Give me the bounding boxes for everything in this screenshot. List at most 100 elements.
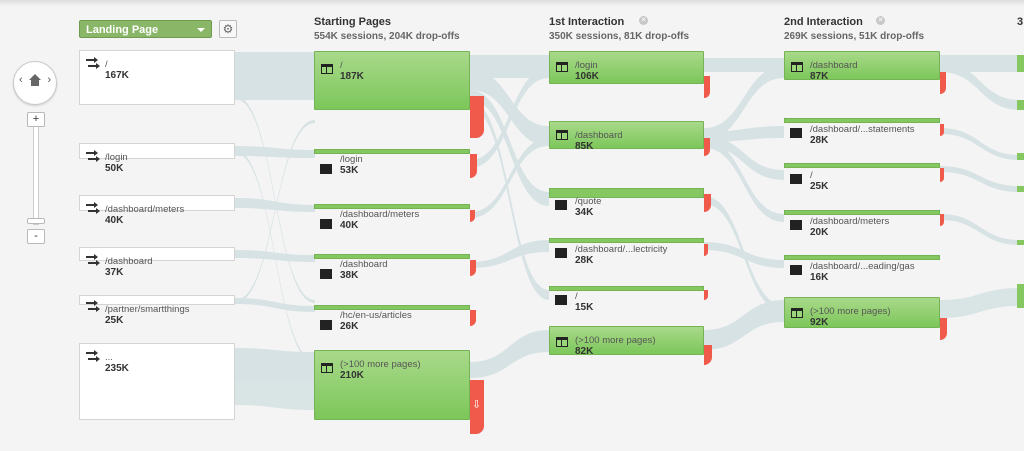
dropoff-bar[interactable] <box>704 244 708 256</box>
page-node[interactable]: (>100 more pages)210K <box>314 350 470 420</box>
page-node[interactable] <box>1017 240 1024 245</box>
dropoff-bar[interactable] <box>470 96 484 138</box>
page-node-bar[interactable] <box>784 118 940 123</box>
gear-icon[interactable]: ⚙ <box>219 20 237 38</box>
flow-ribbon <box>940 128 1020 160</box>
dropoff-bar[interactable] <box>470 210 475 222</box>
pan-control[interactable]: ‹ › <box>13 61 57 105</box>
dropoff-bar[interactable]: ⇩ <box>470 380 484 434</box>
node-label: (>100 more pages) <box>810 306 891 317</box>
flow-ribbon <box>235 348 315 410</box>
zoom-out-button[interactable]: - <box>27 229 45 244</box>
node-value: 40K <box>105 215 124 226</box>
node-label: /login <box>105 152 128 163</box>
page-icon <box>555 248 567 258</box>
page-node-bar[interactable] <box>784 255 940 260</box>
page-node[interactable]: /187K <box>314 51 470 110</box>
dropoff-bar[interactable] <box>940 318 947 340</box>
node-value: 16K <box>810 272 829 283</box>
node-value: 92K <box>810 317 829 328</box>
column-header-starting: Starting Pages 554K sessions, 204K drop-… <box>314 16 460 42</box>
column-summary: 350K sessions, 81K drop-offs <box>549 31 690 42</box>
pan-right-icon[interactable]: › <box>47 74 51 86</box>
flow-ribbon <box>235 198 315 212</box>
page-node-bar[interactable] <box>549 286 704 291</box>
dropoff-bar[interactable] <box>470 154 477 178</box>
dropoff-bar[interactable] <box>940 214 944 226</box>
page-node[interactable] <box>1017 55 1024 72</box>
node-label: /dashboard/meters <box>810 216 890 227</box>
dimension-dropdown[interactable]: Landing Page <box>79 20 212 38</box>
column-title: 1st Interaction <box>549 16 625 28</box>
page-icon <box>320 320 332 330</box>
flow-ribbon <box>704 300 784 350</box>
dropoff-bar[interactable] <box>704 194 711 212</box>
node-label: /dashboard <box>810 60 858 71</box>
column-title: Starting Pages <box>314 16 392 28</box>
page-node[interactable] <box>1017 100 1024 110</box>
page-node-bar[interactable] <box>314 305 470 310</box>
node-value: 25K <box>105 315 124 326</box>
page-node-bar[interactable] <box>314 149 470 154</box>
close-icon[interactable]: ✕ <box>876 16 885 25</box>
page-node-bar[interactable] <box>549 238 704 243</box>
page-node[interactable]: (>100 more pages)92K <box>784 297 940 328</box>
node-label: /hc/en-us/articles <box>340 310 412 321</box>
dropoff-bar[interactable] <box>470 310 476 326</box>
dropoff-bar[interactable] <box>470 260 476 276</box>
dropoff-bar[interactable] <box>704 345 712 365</box>
top-shadow <box>0 0 1024 6</box>
source-node[interactable]: ...235K <box>79 343 235 420</box>
dropoff-bar[interactable] <box>940 168 944 182</box>
page-icon <box>790 220 802 230</box>
page-node-bar[interactable] <box>784 210 940 215</box>
zoom-in-button[interactable]: + <box>27 112 45 127</box>
node-label: /dashboard/...statements <box>810 124 915 135</box>
dropoff-bar[interactable] <box>704 76 710 98</box>
dropoff-bar[interactable] <box>704 290 708 300</box>
page-node-bar[interactable] <box>314 204 470 209</box>
page-node[interactable] <box>1017 186 1024 192</box>
zoom-handle[interactable] <box>27 218 45 224</box>
page-node[interactable]: /15K <box>553 291 593 314</box>
page-node[interactable]: (>100 more pages)82K <box>549 326 704 357</box>
home-icon[interactable] <box>28 73 42 87</box>
column-header-1st: 1st Interaction 350K sessions, 81K drop-… <box>549 16 689 42</box>
page-node[interactable] <box>1017 284 1024 308</box>
node-label: / <box>575 291 578 302</box>
flow-ribbon <box>470 100 549 300</box>
flow-ribbon <box>704 196 784 312</box>
node-value: 37K <box>105 267 124 278</box>
page-node-bar[interactable] <box>549 188 704 198</box>
dropoff-bar[interactable] <box>940 72 946 94</box>
dropoff-bar[interactable] <box>940 124 944 136</box>
page-node-bar[interactable] <box>314 254 470 259</box>
entrance-arrows-icon <box>86 57 100 69</box>
source-node[interactable]: /167K <box>79 50 235 105</box>
page-node[interactable] <box>1017 153 1024 160</box>
page-node-bar[interactable] <box>784 163 940 168</box>
dropoff-bar[interactable] <box>704 138 710 156</box>
close-icon[interactable]: ✕ <box>639 16 648 25</box>
pan-left-icon[interactable]: ‹ <box>19 74 23 86</box>
zoom-slider[interactable] <box>33 125 39 225</box>
page-node[interactable]: /25K <box>788 170 828 193</box>
column-title: 2nd Interaction <box>784 16 863 28</box>
